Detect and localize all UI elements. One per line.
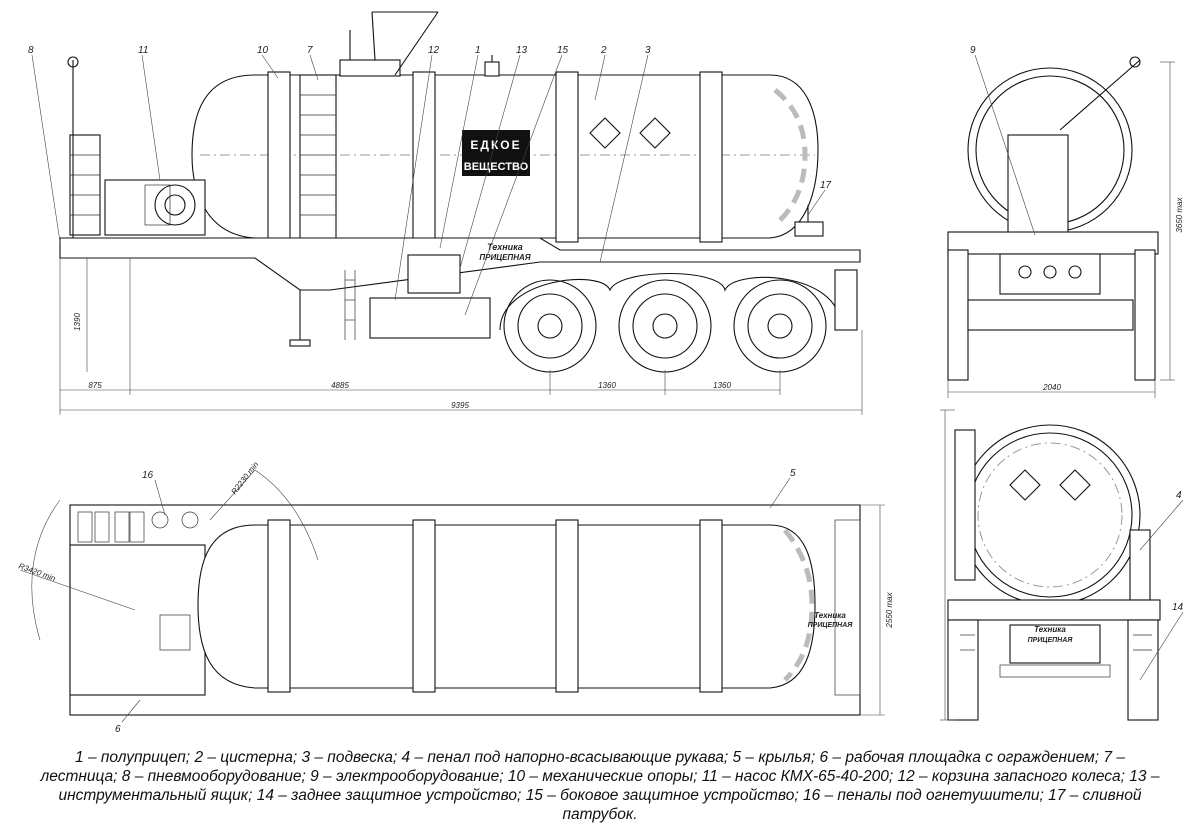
brand-line2-front: ПРИЦЕПНАЯ — [1028, 637, 1074, 644]
callout-7: 7 — [307, 45, 313, 56]
legend-caption: 1 – полуприцеп; 2 – цистерна; 3 – подвес… — [40, 748, 1160, 824]
callout-3: 3 — [645, 45, 651, 56]
callout-1: 1 — [475, 45, 481, 56]
callout-12: 12 — [428, 45, 440, 56]
callout-11: 11 — [138, 45, 148, 56]
callout-8: 8 — [28, 45, 34, 56]
dim-1360-b: 1360 — [713, 381, 731, 390]
legend-item: 10 – механические опоры; — [507, 768, 698, 785]
dim-875: 875 — [88, 381, 102, 390]
technical-drawing: ЕДКОЕ ВЕЩЕСТВО Техника — [17, 11, 1184, 735]
legend-item: 5 – крылья; — [732, 749, 816, 766]
brand-line1-side: Техника — [487, 242, 523, 252]
callout-5: 5 — [790, 468, 796, 479]
callout-2: 2 — [600, 45, 607, 56]
hazard-diamond-icon — [589, 117, 671, 149]
wheel-set — [499, 273, 841, 373]
dim-9395: 9395 — [451, 401, 469, 410]
legend-item: 7 – лестница; — [40, 749, 1125, 785]
callout-10: 10 — [257, 45, 269, 56]
top-view: R2230 min R3420 min Техника ПРИЦЕПНАЯ 16… — [17, 460, 894, 735]
legend-item: 15 – боковое защитное устройство; — [525, 787, 799, 804]
dim-1390: 1390 — [73, 313, 82, 331]
brand-line2-side: ПРИЦЕПНАЯ — [479, 253, 530, 262]
callout-4: 4 — [1176, 490, 1182, 501]
legend-item: 2 – цистерна; — [194, 749, 298, 766]
dim-1360-a: 1360 — [598, 381, 616, 390]
legend-item: 6 – рабочая площадка с ограждением; — [819, 749, 1100, 766]
dim-r2230: R2230 min — [229, 460, 260, 496]
dim-r3420: R3420 min — [17, 561, 57, 583]
dim-4885: 4885 — [331, 381, 349, 390]
callout-17: 17 — [820, 180, 832, 191]
dim-2040: 2040 — [1042, 383, 1061, 392]
callout-14: 14 — [1172, 602, 1184, 613]
legend-item: 12 – корзина запасного колеса; — [897, 768, 1125, 785]
brand-line1-top: Техника — [814, 611, 846, 620]
legend-item: 4 – пенал под напорно-всасывающие рукава… — [401, 749, 729, 766]
legend-item: 3 – подвеска; — [301, 749, 398, 766]
legend-item: 1 – полуприцеп; — [75, 749, 191, 766]
legend-item: 11 – насос КМХ-65-40-200; — [701, 768, 894, 785]
side-view: ЕДКОЕ ВЕЩЕСТВО Техника — [28, 11, 863, 415]
legend-item: 9 – электрооборудование; — [310, 768, 504, 785]
legend-item: 13 – инструментальный ящик; — [58, 768, 1160, 804]
legend-item: 14 – заднее защитное устройство; — [256, 787, 522, 804]
legend-item: 16 – пеналы под огнетушители; — [802, 787, 1044, 804]
callout-13: 13 — [516, 45, 528, 56]
front-view: Техника ПРИЦЕПНАЯ 4 14 — [940, 409, 1184, 721]
dim-2550: 2550 max — [885, 591, 894, 628]
callout-9: 9 — [970, 45, 976, 56]
callout-15: 15 — [557, 45, 569, 56]
brand-line1-front: Техника — [1034, 625, 1066, 634]
callout-16: 16 — [142, 470, 154, 481]
legend-item: 17 – сливной патрубок. — [562, 787, 1142, 823]
callout-6: 6 — [115, 724, 121, 735]
tank-marking-line2: ВЕЩЕСТВО — [464, 161, 529, 173]
tank-marking-line1: ЕДКОЕ — [470, 138, 521, 152]
rear-view: 9 2040 3650 max — [947, 45, 1184, 398]
legend-item: 8 – пневмооборудование; — [121, 768, 306, 785]
dim-3650: 3650 max — [1175, 196, 1184, 232]
brand-line2-top: ПРИЦЕПНАЯ — [808, 622, 854, 629]
